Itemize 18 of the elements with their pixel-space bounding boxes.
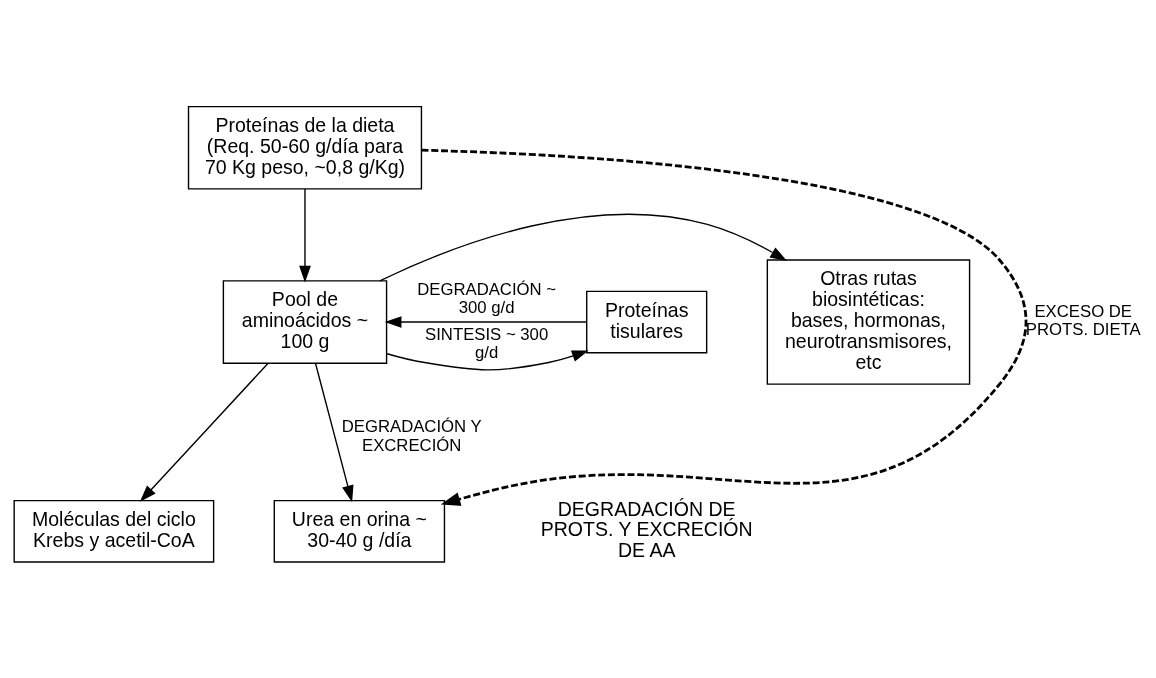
arrow — [379, 213, 787, 282]
arrow — [386, 349, 589, 371]
edge-label: SINTESIS ~ 300 g/d — [425, 324, 549, 362]
edge-label: EXCESO DE PROTS. DIETA — [1025, 301, 1141, 339]
arrow — [139, 362, 269, 502]
node-box: Proteínas de la dieta (Req. 50-60 g/día para 70 Kg peso, ~0,8 g/Kg) — [187, 105, 423, 190]
node-box: Otras rutas biosintéticas: bases, hormonas, neurotransmisores, etc — [766, 258, 971, 385]
arrow — [299, 187, 311, 283]
edge-label: DEGRADACIÓN ~ 300 g/d — [417, 279, 557, 317]
node-box: Urea en orina ~ 30-40 g /día — [273, 499, 446, 563]
node-box: Pool de aminoácidos ~ 100 g — [222, 279, 388, 364]
node-box: Moléculas del ciclo Krebs y acetil-CoA — [13, 499, 215, 563]
arrow — [384, 315, 588, 328]
arrow — [421, 148, 1028, 506]
node-box: Proteínas tisulares — [586, 290, 708, 353]
edge-label: DEGRADACIÓN Y EXCRECIÓN — [341, 416, 482, 455]
label: DEGRADACIÓN DE PROTS. Y EXCRECIÓN DE AA — [540, 497, 753, 561]
arrow — [314, 362, 354, 502]
